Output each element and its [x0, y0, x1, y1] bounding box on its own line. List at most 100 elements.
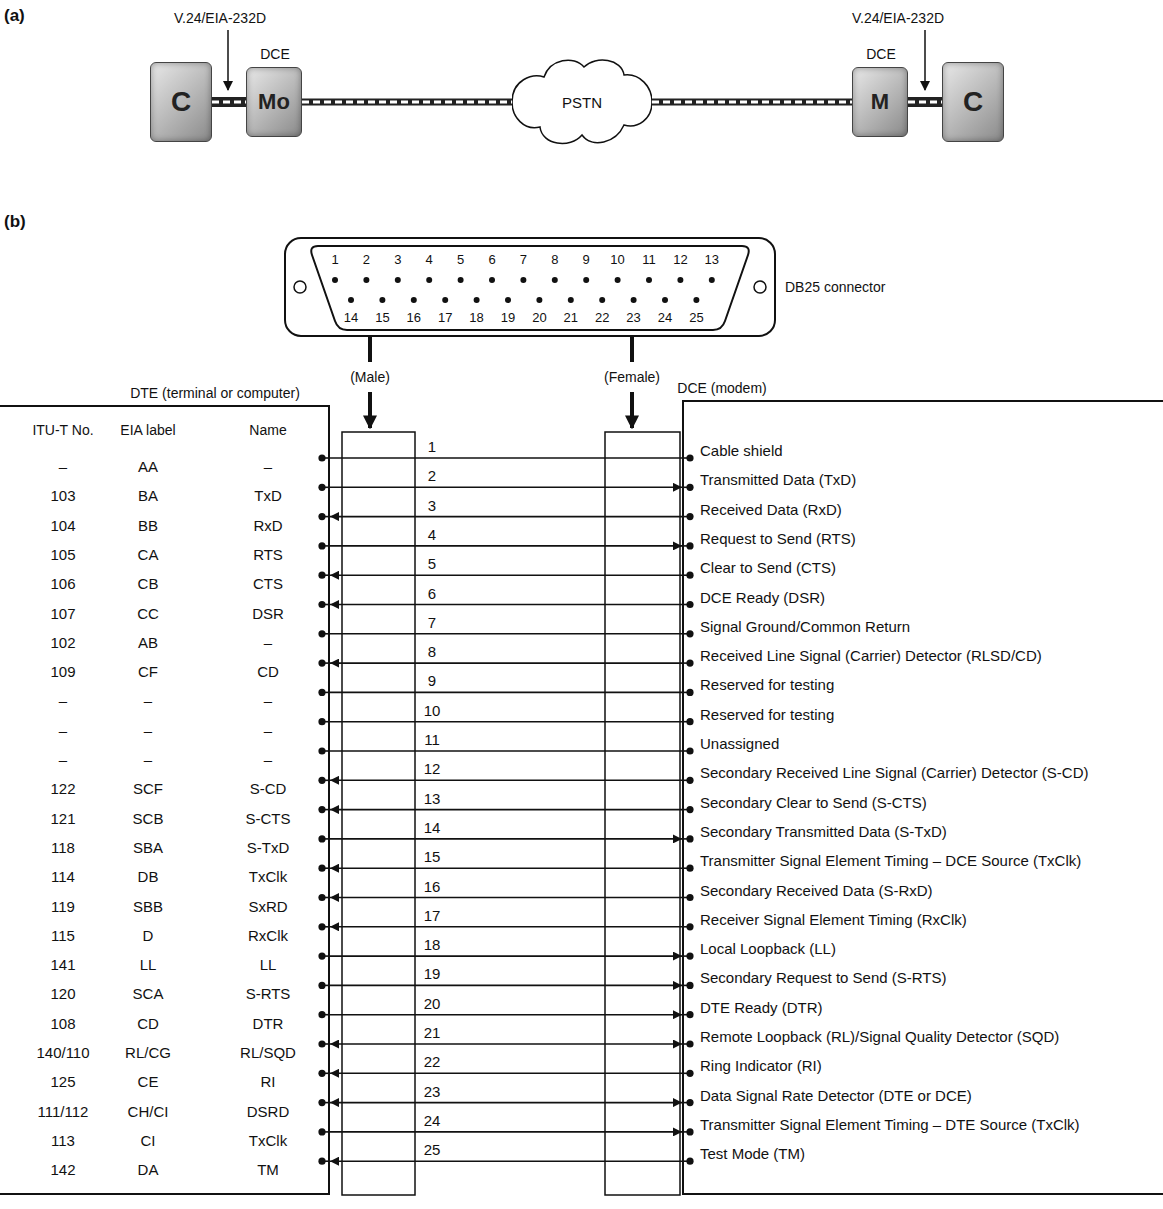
signal-wire	[330, 1160, 682, 1162]
pin-number: 25	[689, 311, 703, 326]
pin-number: 15	[375, 311, 389, 326]
table-cell: RxD	[253, 517, 282, 534]
interface-label: V.24/EIA-232D	[852, 10, 944, 26]
table-cell: SBB	[133, 898, 163, 915]
cloud-path	[512, 60, 652, 143]
wire-terminal	[318, 865, 325, 872]
signal-wire	[330, 692, 682, 694]
modem-box: DCEMo	[246, 67, 302, 137]
wire-pin-number: 8	[426, 644, 438, 659]
cable-link	[212, 101, 246, 104]
wire-terminal	[318, 894, 325, 901]
wire-pin-number: 22	[422, 1054, 443, 1069]
wire-terminal	[686, 894, 693, 901]
pin-number: 1	[331, 253, 338, 268]
pointer-line	[368, 337, 372, 362]
pin-number: 17	[438, 311, 452, 326]
figure-label: (a)	[4, 6, 25, 26]
signal-wire	[330, 1131, 682, 1133]
signal-name: Clear to Send (CTS)	[700, 560, 836, 577]
table-cell: AA	[138, 458, 158, 475]
pin-number: 18	[469, 311, 483, 326]
pin-dot	[379, 297, 385, 303]
wire-pin-number: 2	[426, 468, 438, 483]
wire-pin-number: 14	[422, 819, 443, 834]
signal-name: Transmitted Data (TxD)	[700, 472, 856, 489]
table-cell: –	[264, 751, 272, 768]
box-text: Mo	[258, 89, 290, 115]
box-heading: DCE	[866, 46, 896, 62]
box-text: M	[871, 89, 889, 115]
table-cell: CD	[257, 663, 279, 680]
pin-number: 23	[626, 311, 640, 326]
wire-terminal	[318, 982, 325, 989]
cable-body	[330, 542, 682, 549]
cable-body	[330, 1011, 682, 1018]
signal-name: Received Line Signal (Carrier) Detector …	[700, 647, 1042, 664]
wire-terminal	[318, 1070, 325, 1077]
wire-pin-number: 7	[426, 614, 438, 629]
cable-body	[330, 689, 682, 696]
signal-name: Remote Loopback (RL)/Signal Quality Dete…	[700, 1028, 1059, 1045]
cable-body	[302, 99, 512, 106]
pin-dot	[442, 297, 448, 303]
wire-terminal	[318, 923, 325, 930]
pin-number: 3	[394, 253, 401, 268]
wire-pin-number: 6	[426, 585, 438, 600]
box-heading: DCE (modem)	[677, 380, 766, 396]
pin-dot	[505, 297, 511, 303]
pin-number: 9	[583, 253, 590, 268]
table-cell: D	[143, 927, 154, 944]
table-cell: 108	[50, 1015, 75, 1032]
cable-body	[330, 1099, 682, 1106]
table-cell: CF	[138, 663, 158, 680]
wire-pin-number: 1	[426, 439, 438, 454]
table-cell: S-RTS	[246, 986, 291, 1003]
signal-wire	[330, 574, 682, 576]
signal-name: DCE Ready (DSR)	[700, 589, 825, 606]
wire-terminal	[686, 1158, 693, 1165]
signal-name: Test Mode (TM)	[700, 1146, 805, 1163]
table-cell: CC	[137, 605, 159, 622]
wire-terminal	[318, 1040, 325, 1047]
signal-name: Reserved for testing	[700, 706, 834, 723]
signal-name: Secondary Received Data (S-RxD)	[700, 882, 933, 899]
wire-terminal	[318, 542, 325, 549]
table-cell: CB	[138, 576, 159, 593]
signal-wire	[330, 985, 682, 987]
signal-name: Local Loopback (LL)	[700, 940, 836, 957]
signal-wire	[330, 750, 682, 752]
pin-dot	[599, 297, 605, 303]
pin-dot	[693, 297, 699, 303]
table-cell: SBA	[133, 839, 163, 856]
table-cell: 102	[50, 634, 75, 651]
pin-number: 7	[520, 253, 527, 268]
wire-pin-number: 24	[422, 1112, 443, 1127]
signal-name: Transmitter Signal Element Timing – DTE …	[700, 1116, 1080, 1133]
pin-number: 16	[407, 311, 421, 326]
table-cell: –	[264, 693, 272, 710]
wire-pin-number: 23	[422, 1083, 443, 1098]
wire-terminal	[318, 484, 325, 491]
table-cell: CD	[137, 1015, 159, 1032]
table-cell: 140/110	[36, 1044, 89, 1061]
table-cell: –	[264, 722, 272, 739]
cable-body	[330, 894, 682, 901]
pin-number: 19	[501, 311, 515, 326]
pointer-line	[630, 337, 634, 362]
wire-terminal	[686, 835, 693, 842]
table-cell: 107	[50, 605, 75, 622]
table-cell: 114	[51, 869, 75, 886]
cable-body	[330, 953, 682, 960]
signal-wire	[330, 1073, 682, 1075]
signal-name: Transmitter Signal Element Timing – DCE …	[700, 853, 1081, 870]
pin-dot	[363, 277, 369, 283]
signal-wire	[330, 633, 682, 635]
pin-dot	[568, 297, 574, 303]
wire-pin-number: 9	[426, 673, 438, 688]
screw-hole	[754, 281, 766, 293]
wire-terminal	[686, 806, 693, 813]
table-cell: CE	[138, 1074, 159, 1091]
table-cell: 115	[51, 927, 75, 944]
table-cell: 118	[51, 839, 75, 856]
